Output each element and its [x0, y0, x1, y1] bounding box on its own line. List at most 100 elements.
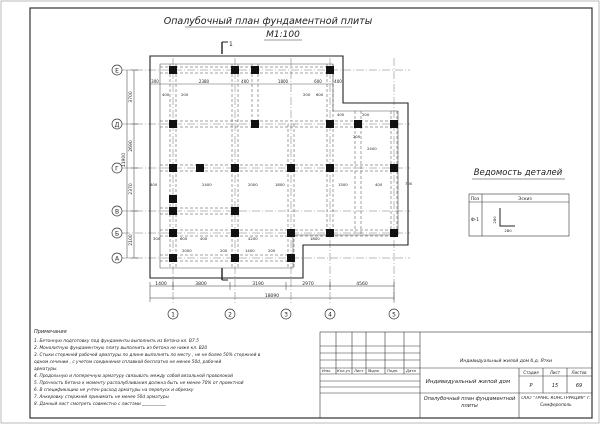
- svg-text:В: В: [115, 209, 119, 216]
- svg-text:600: 600: [180, 236, 188, 241]
- svg-text:1500: 1500: [338, 182, 348, 187]
- svg-text:5. Прочность бетона к моменту: 5. Прочность бетона к моменту распалубли…: [34, 380, 244, 386]
- svg-text:7. Анкеровку стержней принимат: 7. Анкеровку стержней принимать не менее…: [34, 394, 170, 400]
- svg-text:4200: 4200: [248, 236, 258, 241]
- svg-text:Дата: Дата: [405, 368, 417, 373]
- notes: Примечания 1. Бетонную подготовку под фу…: [34, 329, 261, 407]
- svg-text:Д: Д: [115, 122, 120, 129]
- svg-text:Изм.: Изм.: [322, 368, 331, 373]
- svg-text:№док: №док: [367, 368, 380, 373]
- columns: [169, 66, 398, 262]
- svg-text:Лист: Лист: [353, 368, 364, 373]
- drawing-title: Опалубочный план фундаментной плиты: [164, 16, 373, 27]
- svg-text:600: 600: [316, 92, 324, 97]
- stamp-object: Индивидуальный жилой дом: [426, 379, 510, 385]
- svg-text:700: 700: [405, 181, 413, 186]
- dim-top-6: 400: [334, 79, 342, 84]
- dim-bottom-1: 1400: [155, 281, 167, 287]
- dim-bottom-5: 4560: [356, 281, 368, 287]
- svg-text:400: 400: [162, 92, 170, 97]
- svg-text:200: 200: [362, 112, 370, 117]
- svg-text:4: 4: [328, 312, 332, 319]
- dim-top-3: 400: [241, 79, 249, 84]
- svg-text:3. Стыки стержней рабочей арма: 3. Стыки стержней рабочей арматуры по дл…: [34, 352, 261, 358]
- svg-text:6. В спецификацию не учтен рас: 6. В спецификацию не учтен расход армату…: [34, 387, 194, 393]
- svg-text:одном сечении , с учетом соеди: одном сечении , с учетом соединения спла…: [34, 359, 221, 365]
- dim-left-4: 2100: [128, 234, 134, 246]
- stamp-project: Индивидуальный жилой дом б.д. Ятки: [460, 358, 552, 364]
- svg-text:200: 200: [303, 92, 311, 97]
- dim-bottom-3: 3190: [252, 281, 264, 287]
- stamp-h-stage: Стадия: [523, 370, 539, 375]
- svg-text:2000: 2000: [248, 182, 258, 187]
- dim-chain-left: [126, 69, 138, 259]
- dim-top-5: 600: [314, 79, 322, 84]
- title-block: [319, 331, 593, 419]
- svg-text:400: 400: [200, 236, 208, 241]
- svg-text:1800: 1800: [275, 182, 285, 187]
- dim-left-2: 2690: [128, 140, 134, 152]
- stamp-company-wrap: ООО "ТРАНС КОНСТРУКЦИЯ" г. Симферополь: [521, 396, 591, 408]
- svg-text:1: 1: [229, 41, 233, 48]
- svg-text:Г: Г: [115, 166, 119, 173]
- svg-text:400: 400: [375, 182, 383, 187]
- details-row-pos: Ф-1: [471, 217, 479, 223]
- svg-text:200: 200: [353, 134, 361, 139]
- stamp-sheet-name: Опалубочный план фундаментной плиты: [423, 396, 516, 409]
- dim-chain-bottom: [149, 282, 395, 302]
- details-dim-a: 280: [492, 216, 497, 224]
- notes-heading: Примечания: [34, 329, 67, 335]
- svg-text:1400: 1400: [245, 248, 255, 253]
- rebar-sketch: [499, 208, 515, 227]
- stamp-sheet-name-wrap: Опалубочный план фундаментной плиты: [423, 396, 516, 409]
- stamp-h-sheets: Листов: [571, 370, 588, 375]
- svg-text:1800: 1800: [310, 236, 320, 241]
- svg-text:Подп.: Подп.: [387, 368, 399, 373]
- axis-bubbles-horizontal: Е Д Г В Б А: [111, 64, 123, 264]
- svg-text:Б: Б: [115, 231, 119, 238]
- details-table: [468, 193, 570, 237]
- stamp-stage: Р: [529, 383, 532, 389]
- dim-bottom-4: 2970: [302, 281, 314, 287]
- drawing-frame: [29, 7, 593, 419]
- svg-text:Е: Е: [115, 68, 119, 75]
- stamp-company: ООО "ТРАНС КОНСТРУКЦИЯ" г. Симферополь: [521, 396, 591, 408]
- dim-bottom-2: 3800: [195, 281, 207, 287]
- svg-text:300: 300: [153, 236, 161, 241]
- dim-top-1: 300: [151, 79, 159, 84]
- svg-text:2. Монолитную фундаментную пли: 2. Монолитную фундаментную плиту выполни…: [34, 345, 207, 351]
- svg-text:400: 400: [150, 182, 158, 187]
- dim-bottom-total: 18090: [265, 293, 279, 299]
- svg-text:Кол.уч: Кол.уч: [337, 368, 351, 373]
- stamp-sheet: 15: [552, 383, 558, 389]
- svg-text:400: 400: [337, 112, 345, 117]
- svg-text:200: 200: [220, 248, 228, 253]
- svg-text:А: А: [115, 256, 120, 263]
- svg-text:арматуры.: арматуры.: [34, 367, 58, 372]
- stamp-cols: Изм. Кол.уч Лист №док Подп. Дата: [322, 368, 417, 373]
- svg-text:200: 200: [181, 92, 189, 97]
- details-col-pos: Поз: [471, 196, 480, 202]
- svg-text:2400: 2400: [367, 146, 377, 151]
- svg-text:1: 1: [171, 312, 175, 319]
- svg-text:2000: 2000: [182, 248, 192, 253]
- stamp-h-sheet: Лист: [549, 370, 561, 375]
- misc-dims: 400 200 200 600 400 200 1800 400 2400 20…: [150, 92, 413, 253]
- svg-text:3: 3: [284, 312, 288, 319]
- svg-text:2: 2: [228, 312, 232, 319]
- dim-left-3: 2370: [128, 183, 134, 195]
- svg-text:2400: 2400: [202, 182, 212, 187]
- axis-bubbles-vertical: 1 2 3 4 5: [167, 308, 400, 320]
- slab-outline-outer: [149, 55, 409, 279]
- details-dim-b: 280: [504, 228, 512, 233]
- svg-text:1. Бетонную подготовку под фун: 1. Бетонную подготовку под фундаменты вы…: [34, 338, 199, 344]
- svg-text:200: 200: [268, 248, 276, 253]
- stamp-sheets: 69: [576, 383, 582, 389]
- svg-text:5: 5: [392, 312, 396, 319]
- drawing-scale: М1:100: [266, 30, 300, 40]
- dim-top-2: 2380: [199, 79, 210, 84]
- svg-text:4. Продольную и поперечную арм: 4. Продольную и поперечную арматуру связ…: [34, 373, 233, 379]
- details-title: Ведомость деталей: [474, 168, 563, 178]
